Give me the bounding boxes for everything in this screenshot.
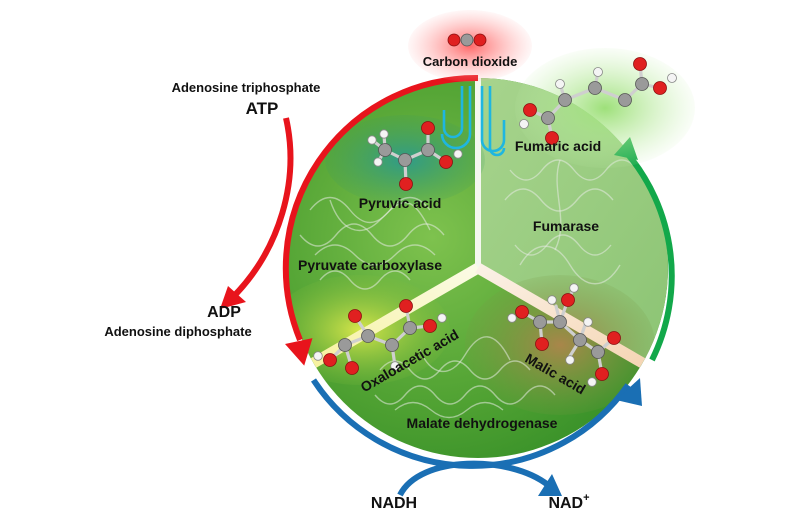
malic-acid-molecule [507,283,621,387]
atp-cycle-arc [282,74,479,342]
malate-dehydrogenase-structure [374,336,556,419]
nad-superscript: + [583,492,589,504]
nadh-to-nad-arrow [397,460,562,497]
co2-inlet-tubes [440,86,506,157]
co2-glow [408,10,532,82]
fumaric-acid-label: Fumaric acid [515,138,601,154]
malate-dehydrogenase-label: Malate dehydrogenase [407,415,558,431]
oxaloacetic-acid-molecule [313,299,447,375]
pyruvate-carboxylase-structure [299,196,445,290]
atp-label: ATP [246,99,279,118]
fumaric-glow [515,48,695,168]
adp-full-label: Adenosine diphosphate [104,324,251,339]
atp-full-label: Adenosine triphosphate [172,80,321,95]
nad-text: NAD [548,495,583,512]
pyruvic-acid-label: Pyruvic acid [359,195,442,211]
fumarase-structure [504,159,639,285]
atp-to-adp-arrow [220,117,294,309]
fumarase-label: Fumarase [533,218,599,234]
pyruvate-carboxylase-label: Pyruvate carboxylase [298,257,442,273]
co2-label: Carbon dioxide [423,54,518,69]
nadh-cycle-arrowhead [616,378,642,406]
fumarase-cycle-arc [623,150,675,362]
adp-label: ADP [207,304,241,321]
pyruvic-acid-molecule [367,121,463,191]
nadh-label: NADH [371,495,417,512]
nad-label: NAD+ [548,492,589,512]
atp-cycle-arrowhead [285,338,313,366]
co2-molecule [447,33,487,47]
fumaric-acid-molecule [519,57,677,145]
